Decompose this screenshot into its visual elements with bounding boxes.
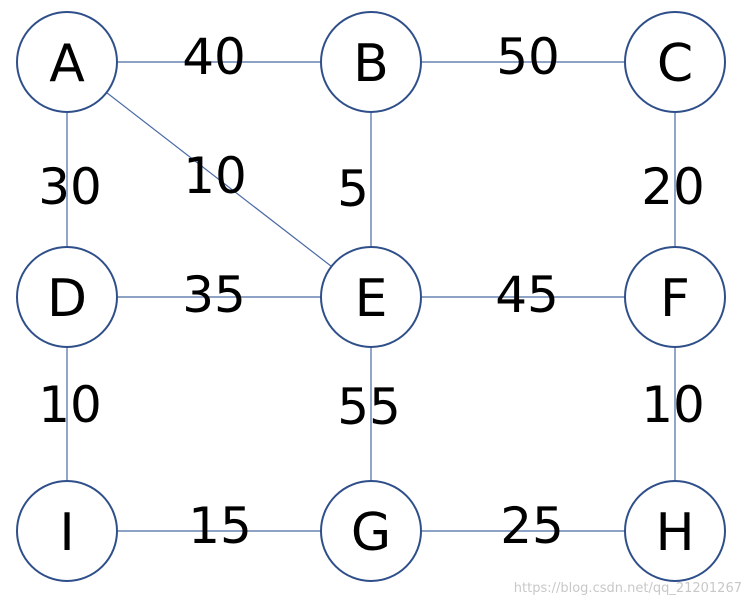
node-circle-d <box>16 246 118 348</box>
edge-weight-e-g: 55 <box>337 378 401 436</box>
edge-weight-d-i: 10 <box>38 376 102 434</box>
node-label-h: H <box>655 503 694 563</box>
node-label-b: B <box>353 34 389 94</box>
node-circle-i <box>16 480 118 582</box>
nodes-layer: A B C D E F I G H <box>16 11 726 582</box>
edge-weight-f-h: 10 <box>641 376 705 434</box>
node-circle-e <box>320 246 422 348</box>
node-h: H <box>624 480 726 582</box>
node-f: F <box>624 246 726 348</box>
node-circle-g <box>320 480 422 582</box>
node-label-i: I <box>59 503 74 563</box>
node-circle-a <box>16 11 118 113</box>
node-label-d: D <box>47 269 87 329</box>
edge-weight-a-d: 30 <box>38 158 102 216</box>
edge-weight-b-c: 50 <box>496 28 560 86</box>
edge-weight-d-e: 35 <box>182 266 246 324</box>
edge-weight-e-f: 45 <box>495 266 559 324</box>
edge-weight-i-g: 15 <box>188 497 252 555</box>
node-label-c: C <box>657 34 693 94</box>
edge-weight-g-h: 25 <box>500 497 564 555</box>
node-label-a: A <box>49 34 85 94</box>
edge-weight-b-e: 5 <box>337 160 369 218</box>
watermark-text: https://blog.csdn.net/qq_21201267 <box>514 581 742 596</box>
edge-a-e <box>66 61 372 298</box>
edge-weight-c-f: 20 <box>641 158 705 216</box>
edge-weights-layer: 40 50 30 10 5 20 35 45 10 55 10 15 25 <box>38 28 705 555</box>
node-label-f: F <box>660 269 690 329</box>
node-label-g: G <box>351 503 391 563</box>
node-circle-b <box>320 11 422 113</box>
node-d: D <box>16 246 118 348</box>
node-b: B <box>320 11 422 113</box>
node-i: I <box>16 480 118 582</box>
node-circle-f <box>624 246 726 348</box>
node-a: A <box>16 11 118 113</box>
edge-weight-a-b: 40 <box>182 28 246 86</box>
node-circle-c <box>624 11 726 113</box>
node-label-e: E <box>355 269 388 329</box>
edge-weight-a-e: 10 <box>183 147 247 205</box>
node-g: G <box>320 480 422 582</box>
node-circle-h <box>624 480 726 582</box>
node-c: C <box>624 11 726 113</box>
node-e: E <box>320 246 422 348</box>
